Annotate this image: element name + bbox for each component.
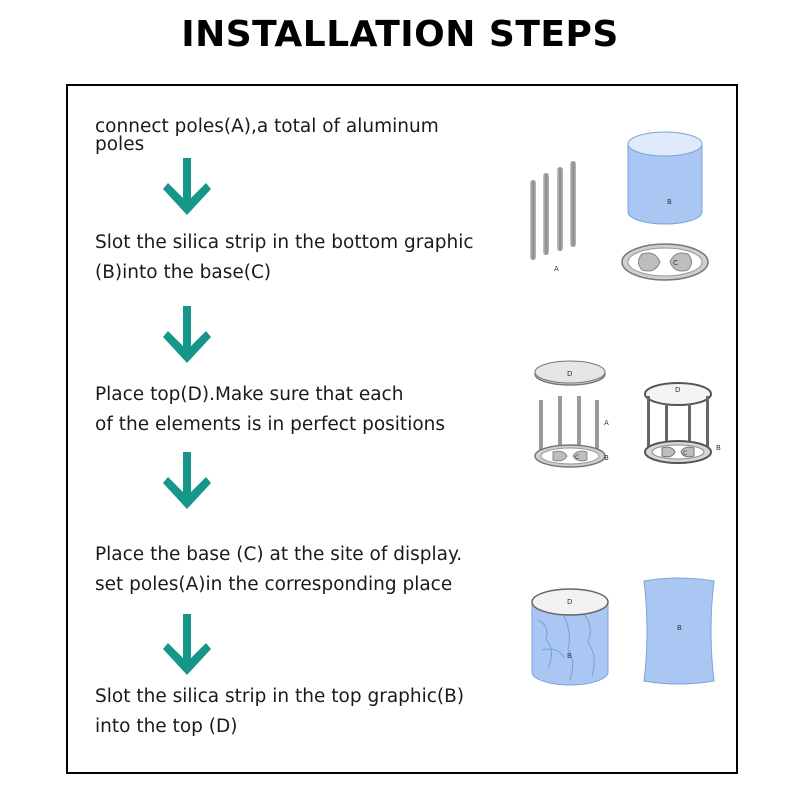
mounted-graphic-illustration: D B [531,588,609,686]
label-d: D [675,386,680,394]
arrow-down-icon [163,614,211,675]
step-2-line-1: Slot the silica strip in the bottom grap… [95,232,474,253]
step-5-line-2: into the top (D) [95,716,238,737]
arrow-down-icon [163,158,211,215]
step-4-line-1: Place the base (C) at the site of displa… [95,544,463,565]
label-b: B [604,454,609,462]
arrow-down-icon [163,306,211,363]
step-4-text: Place the base (C) at the site of displa… [95,540,462,600]
label-c: C [683,450,687,457]
step-3-line-1: Place top(D).Make sure that each [95,384,404,405]
step-5-line-1: Slot the silica strip in the top graphic… [95,686,465,707]
label-d: D [567,598,572,606]
step-3-text: Place top(D).Make sure that each of the … [95,380,445,440]
step-4-line-2: set poles(A)in the corresponding place [95,574,453,595]
label-b: B [567,652,572,660]
graphic-and-base-illustration: B C [621,131,709,281]
page-title: INSTALLATION STEPS [181,14,619,55]
label-c: C [673,259,678,267]
label-d: D [567,370,572,378]
step-1-text: connect poles(A),a total of aluminum pol… [95,116,439,155]
instructions-frame [66,84,738,774]
step-1-line-1: connect poles(A),a total of aluminum [95,116,439,137]
finished-display-illustration: B [643,577,715,685]
arrow-down-icon [163,452,211,509]
label-c: C [575,454,579,461]
label-b: B [716,444,721,452]
label-a: A [604,419,609,427]
assembled-frame-illustration: D C B [644,382,721,464]
label-a: A [554,265,559,273]
step-3-line-2: of the elements is in perfect positions [95,414,446,435]
step-1-line-2: poles [95,134,145,155]
label-b: B [677,624,682,632]
step-2-line-2: (B)into the base(C) [95,262,272,283]
exploded-frame-illustration: D A C B [534,360,609,468]
aluminum-poles-illustration: A [530,161,576,273]
step-2-text: Slot the silica strip in the bottom grap… [95,228,474,288]
label-b: B [667,198,672,206]
step-5-text: Slot the silica strip in the top graphic… [95,682,464,742]
